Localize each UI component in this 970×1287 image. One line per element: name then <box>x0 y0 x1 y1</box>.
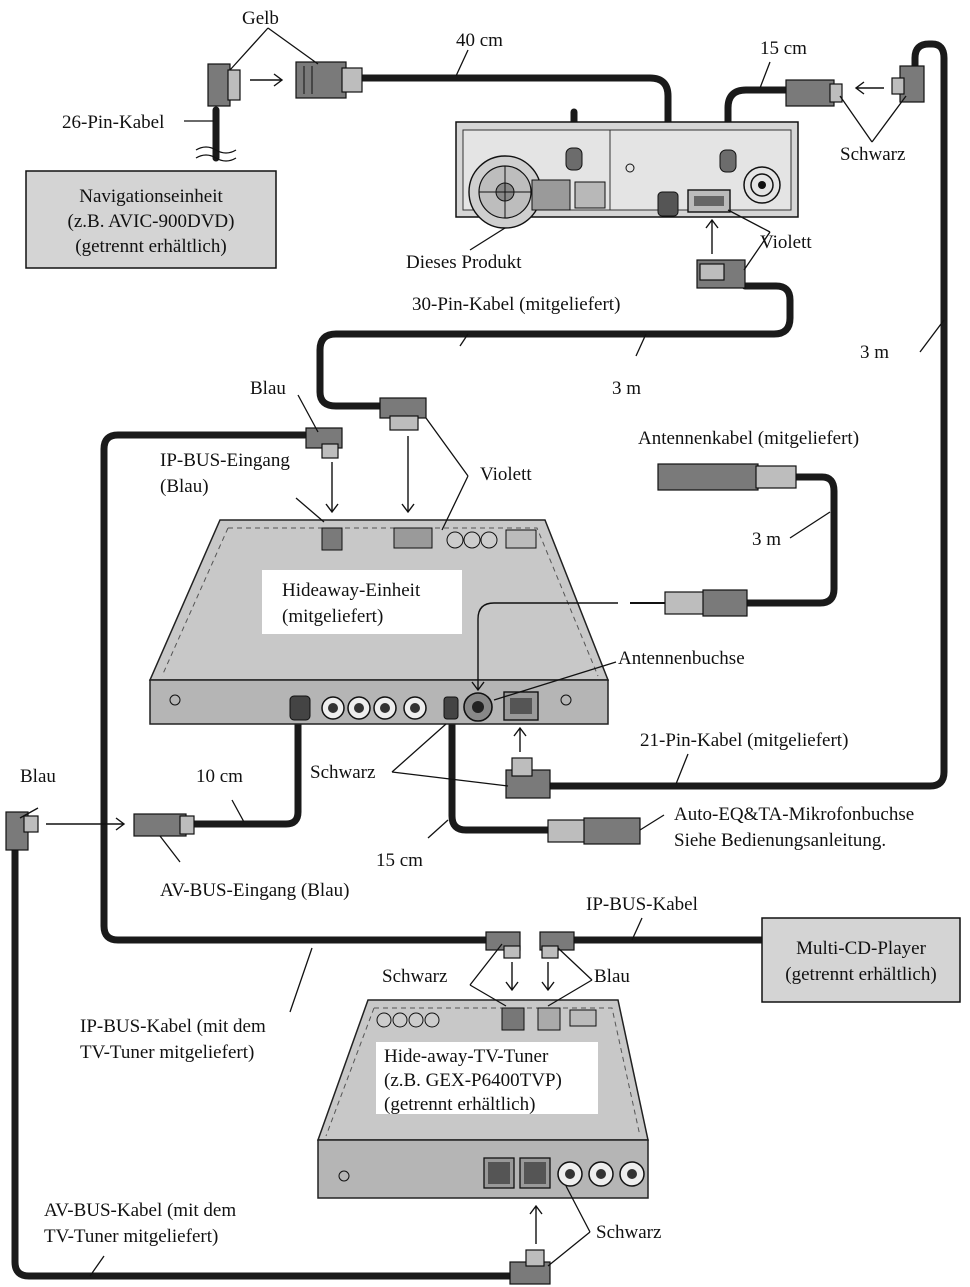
label-26pin: 26-Pin-Kabel <box>62 112 164 133</box>
cable-15cm-top <box>724 86 794 154</box>
label-30pin: 30-Pin-Kabel (mitgeliefert) <box>412 294 620 315</box>
multicd-line-2: (getrennt erhältlich) <box>785 964 936 985</box>
arrow-21pin <box>513 726 527 752</box>
navigation-line-3: (getrennt erhältlich) <box>75 236 226 257</box>
label-schwarz-bottom: Schwarz <box>596 1222 661 1243</box>
navigation-unit-box: Navigationseinheit (z.B. AVIC-900DVD) (g… <box>25 170 277 269</box>
arrow-avbus-in <box>46 817 126 831</box>
antenna-plug <box>630 463 797 617</box>
label-avbus-tv-2: TV-Tuner mitgeliefert) <box>44 1226 218 1247</box>
label-schwarz-mid: Schwarz <box>310 762 375 783</box>
label-3m-ant: 3 m <box>752 529 781 550</box>
label-3m-right: 3 m <box>860 342 889 363</box>
violet-connector-30pin <box>696 259 746 289</box>
label-dieses-produkt: Dieses Produkt <box>406 252 522 273</box>
label-schwarz-low: Schwarz <box>382 966 447 987</box>
arrow-violet-in <box>401 436 415 514</box>
cable-ipbus-tv <box>100 431 492 944</box>
label-3m-mid: 3 m <box>612 378 641 399</box>
cable-break-mark <box>195 146 237 162</box>
cable-avbus-tv <box>11 846 516 1280</box>
navigation-line-1: Navigationseinheit <box>79 186 223 207</box>
blue-connector-ipbus <box>305 427 343 459</box>
label-blau-left: Blau <box>20 766 56 787</box>
black-connector-tv-ipbus <box>485 931 521 959</box>
violet-connector-hideaway <box>379 397 427 431</box>
label-ipbus-in-1: IP-BUS-Eingang <box>160 450 290 471</box>
cable-40cm <box>356 74 672 200</box>
label-10cm: 10 cm <box>196 766 243 787</box>
label-blau-top: Blau <box>250 378 286 399</box>
product-unit <box>455 121 799 229</box>
cable-mic-15cm <box>448 708 554 834</box>
label-gelb: Gelb <box>242 8 279 29</box>
arrow-avbus-tv <box>529 1204 543 1244</box>
label-antennenkabel: Antennenkabel (mitgeliefert) <box>638 428 859 449</box>
arrow-tv-blue <box>541 962 555 992</box>
label-schwarz-top: Schwarz <box>840 144 905 165</box>
label-ipbus-tv-2: TV-Tuner mitgeliefert) <box>80 1042 254 1063</box>
label-violett-top: Violett <box>760 232 812 253</box>
label-avbus-in: AV-BUS-Eingang (Blau) <box>160 880 349 901</box>
label-ipbus-tv-1: IP-BUS-Kabel (mit dem <box>80 1016 266 1037</box>
label-antennenbuchse: Antennenbuchse <box>618 648 745 669</box>
yellow-connector-40cm <box>295 61 363 99</box>
navigation-line-2: (z.B. AVIC-900DVD) <box>68 211 235 232</box>
arrow-antenna-in <box>471 602 618 692</box>
label-21pin: 21-Pin-Kabel (mitgeliefert) <box>640 730 848 751</box>
tvtuner-line-1: Hide-away-TV-Tuner <box>384 1046 549 1067</box>
label-ipbus-kabel: IP-BUS-Kabel <box>586 894 698 915</box>
yellow-connector-26pin <box>207 63 241 107</box>
label-violett-mid: Violett <box>480 464 532 485</box>
arrow-violet-top <box>705 218 719 254</box>
mic-plug <box>547 817 641 845</box>
hideaway-line-2: (mitgeliefert) <box>282 606 383 627</box>
blue-connector-tv-ipbus <box>539 931 575 959</box>
leader-lines <box>19 27 945 1277</box>
cable-antenna <box>741 473 838 607</box>
labels: Gelb 40 cm 15 cm 26-Pin-Kabel Schwarz Di… <box>20 8 914 1247</box>
label-15cm-bot: 15 cm <box>376 850 423 871</box>
black-connector-15cm <box>785 79 843 107</box>
label-mic-1: Auto-EQ&TA-Mikrofonbuchse <box>674 804 914 825</box>
cable-avbus-10cm <box>182 708 302 828</box>
arrow-ipbus-in <box>325 462 339 514</box>
label-blau-low: Blau <box>594 966 630 987</box>
hideaway-label-bg <box>262 570 462 634</box>
multicd-line-1: Multi-CD-Player <box>796 938 926 959</box>
arrow-tv-black <box>505 962 519 992</box>
tvtuner-label-bg <box>376 1042 598 1114</box>
label-ipbus-in-2: (Blau) <box>160 476 209 497</box>
cable-21pin <box>546 40 948 790</box>
cable-30pin <box>316 282 794 410</box>
arrow-black-top <box>854 81 884 95</box>
hideaway-line-1: Hideaway-Einheit <box>282 580 421 601</box>
avbus-in-plug <box>133 813 195 837</box>
label-15cm-top: 15 cm <box>760 38 807 59</box>
tvtuner-line-3: (getrennt erhältlich) <box>384 1094 535 1115</box>
black-connector-21pin-bottom <box>505 757 551 799</box>
black-connector-avbus-tv <box>509 1249 551 1285</box>
blue-connector-left <box>5 811 39 851</box>
label-avbus-tv-1: AV-BUS-Kabel (mit dem <box>44 1200 236 1221</box>
label-40cm: 40 cm <box>456 30 503 51</box>
label-mic-2: Siehe Bedienungsanleitung. <box>674 830 886 851</box>
arrow-yellow <box>250 73 284 87</box>
cables <box>11 40 948 1280</box>
black-connector-21pin <box>891 65 925 103</box>
tvtuner-line-2: (z.B. GEX-P6400TVP) <box>384 1070 562 1091</box>
multi-cd-box: Multi-CD-Player (getrennt erhältlich) <box>761 917 961 1003</box>
